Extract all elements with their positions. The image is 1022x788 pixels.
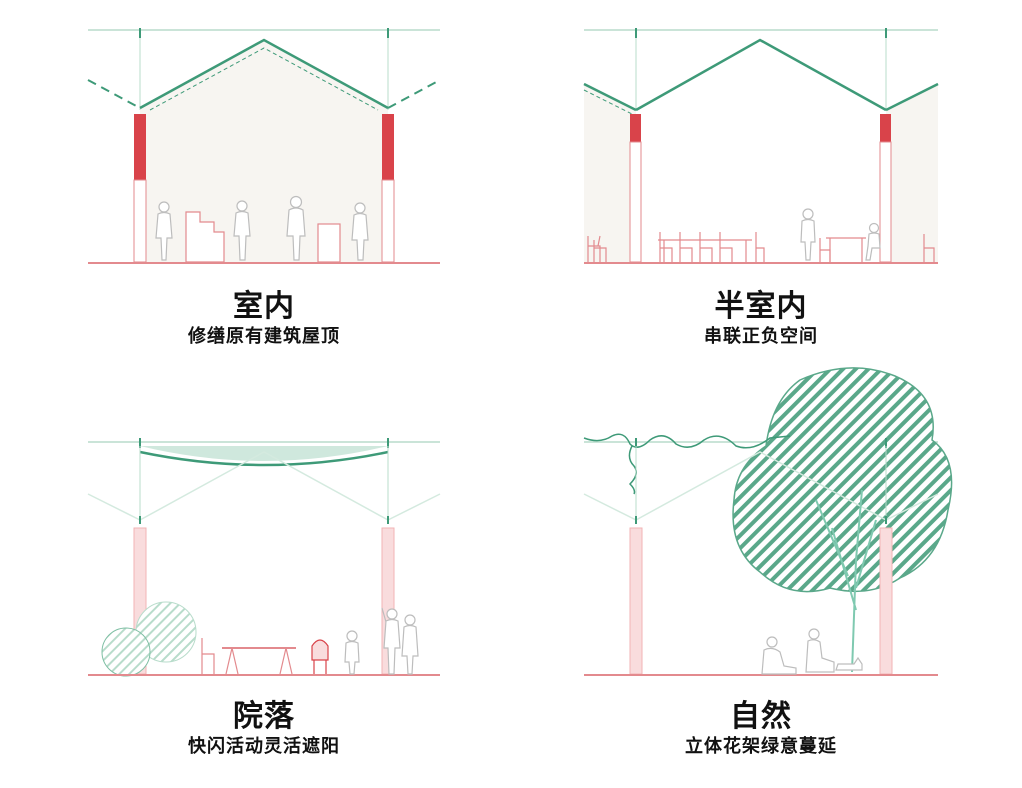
person-figure bbox=[381, 607, 401, 675]
column-red-right bbox=[382, 114, 394, 180]
semi-space-fill-left bbox=[584, 84, 636, 262]
tables-and-chairs bbox=[587, 232, 935, 262]
column-red-left bbox=[630, 114, 641, 142]
shade-canopy-line bbox=[139, 450, 389, 467]
panel-indoor-drawing bbox=[87, 28, 441, 264]
column-left bbox=[629, 527, 643, 675]
side-roof-right bbox=[885, 82, 939, 112]
column-lower-left bbox=[629, 141, 642, 263]
chair-red bbox=[311, 639, 329, 674]
ghost-eave-left bbox=[87, 493, 141, 521]
ghost-eave-left bbox=[583, 493, 637, 521]
panel-courtyard-drawing bbox=[87, 438, 441, 677]
eave-dashed-right bbox=[387, 79, 441, 109]
chair bbox=[201, 638, 215, 674]
stepped-counter bbox=[185, 211, 225, 263]
chair-left bbox=[593, 240, 607, 262]
chair-left bbox=[587, 235, 601, 262]
people-group bbox=[761, 628, 863, 675]
chair bbox=[659, 232, 673, 262]
roof-line bbox=[139, 38, 389, 110]
side-roof-left bbox=[583, 82, 637, 112]
semi-space-fill-right bbox=[886, 84, 938, 262]
person-figure bbox=[351, 202, 369, 261]
column-lower-right bbox=[381, 179, 395, 263]
vine-hanging bbox=[628, 445, 637, 495]
column-red-left bbox=[134, 114, 146, 180]
chair bbox=[719, 232, 733, 262]
vine-line bbox=[583, 433, 791, 449]
ghost-roof-line bbox=[139, 451, 389, 521]
courtyard-furniture bbox=[201, 638, 329, 675]
people-group bbox=[155, 195, 369, 261]
roof-line bbox=[635, 38, 887, 112]
eave-dashed-left bbox=[87, 79, 141, 109]
panel-semi-indoor-drawing bbox=[583, 28, 939, 264]
chair-right bbox=[923, 234, 935, 262]
table-legs bbox=[225, 647, 293, 675]
chair bbox=[699, 232, 713, 262]
dashed-left bbox=[583, 89, 633, 115]
chair bbox=[755, 232, 765, 262]
panel-subtitle-nature: 立体花架绿意蔓延 bbox=[685, 736, 837, 757]
people-group bbox=[800, 208, 881, 261]
person-figure bbox=[401, 614, 419, 675]
panel-subtitle-courtyard: 快闪活动灵活遮阳 bbox=[188, 736, 340, 757]
shrub-hatched bbox=[101, 627, 151, 677]
person-figure bbox=[800, 208, 816, 261]
panel-title-semi-indoor: 半室内 bbox=[714, 289, 808, 324]
cabinet bbox=[317, 223, 341, 263]
panel-subtitle-indoor: 修缮原有建筑屋顶 bbox=[188, 326, 340, 347]
person-seated bbox=[761, 636, 797, 675]
ghost-eave-right bbox=[387, 493, 441, 521]
person-seated bbox=[805, 628, 835, 673]
column-red-right bbox=[880, 114, 891, 142]
person-figure bbox=[344, 630, 360, 675]
panel-title-nature: 自然 bbox=[730, 699, 792, 734]
table-right-legs bbox=[829, 238, 863, 262]
column-lower-left bbox=[133, 179, 147, 263]
column-right bbox=[879, 527, 893, 675]
roof-line-dashed-inner bbox=[149, 47, 379, 111]
furniture bbox=[185, 211, 341, 263]
people-group bbox=[344, 607, 419, 675]
person-figure bbox=[286, 195, 306, 261]
person-figure-seated bbox=[865, 222, 881, 261]
shade-canopy-fill bbox=[140, 446, 388, 461]
ghost-eave-right bbox=[885, 493, 939, 521]
panel-title-indoor: 室内 bbox=[233, 289, 295, 324]
chair bbox=[819, 238, 831, 262]
person-figure bbox=[233, 200, 251, 261]
panel-nature-drawing bbox=[583, 367, 953, 676]
ghost-roof-line bbox=[635, 451, 887, 521]
chair bbox=[679, 232, 693, 262]
indoor-space-fill bbox=[140, 40, 388, 262]
tree-canopy-hatched bbox=[732, 367, 953, 593]
person-figure bbox=[155, 201, 173, 261]
table-legs bbox=[663, 240, 747, 262]
panel-title-courtyard: 院落 bbox=[233, 699, 295, 734]
tree-trunk bbox=[815, 489, 877, 673]
dog bbox=[835, 656, 863, 671]
panel-subtitle-semi-indoor: 串联正负空间 bbox=[704, 326, 818, 347]
column-lower-right bbox=[879, 141, 892, 263]
